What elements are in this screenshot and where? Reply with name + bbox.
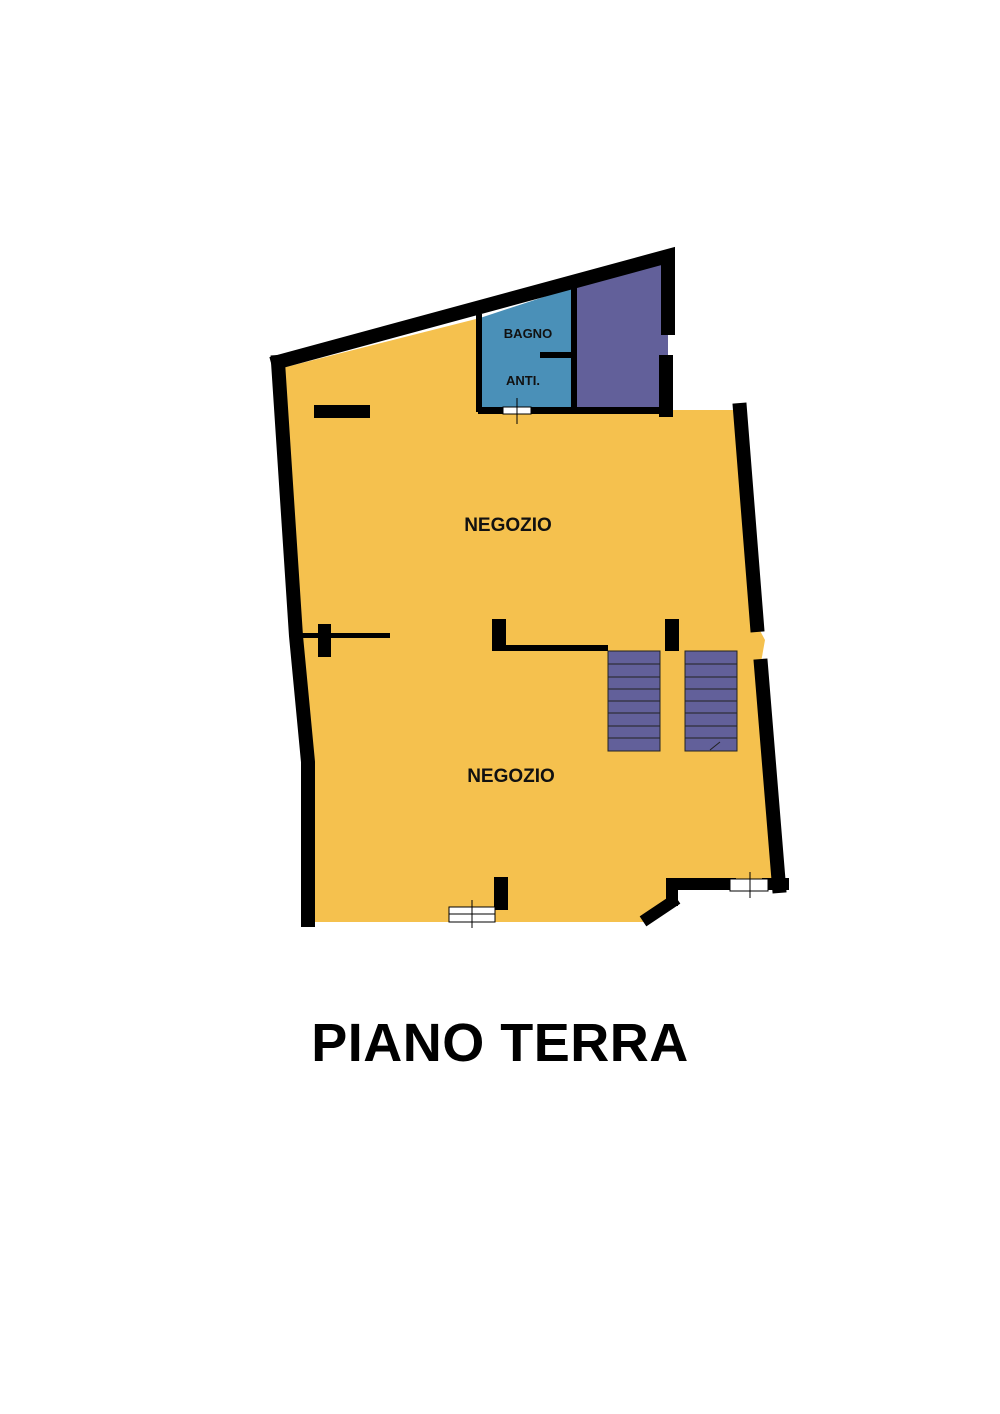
exterior-walls [269,246,789,927]
door-front-main [448,900,496,928]
room-label-bagno: BAGNO [504,326,552,341]
room-label-negozio-upper: NEGOZIO [464,515,552,536]
negozio-floor [282,318,778,922]
interior-walls [296,284,679,910]
plan-title: PIANO TERRA [311,1013,689,1073]
stairs-right [684,650,738,752]
storage-floor [574,260,668,410]
room-label-negozio-lower: NEGOZIO [467,766,555,787]
door-anti [502,398,532,424]
room-label-anti: ANTI. [506,373,540,388]
door-front-side [729,872,769,898]
stairs-left [607,650,661,752]
bagno-floor [480,287,574,410]
